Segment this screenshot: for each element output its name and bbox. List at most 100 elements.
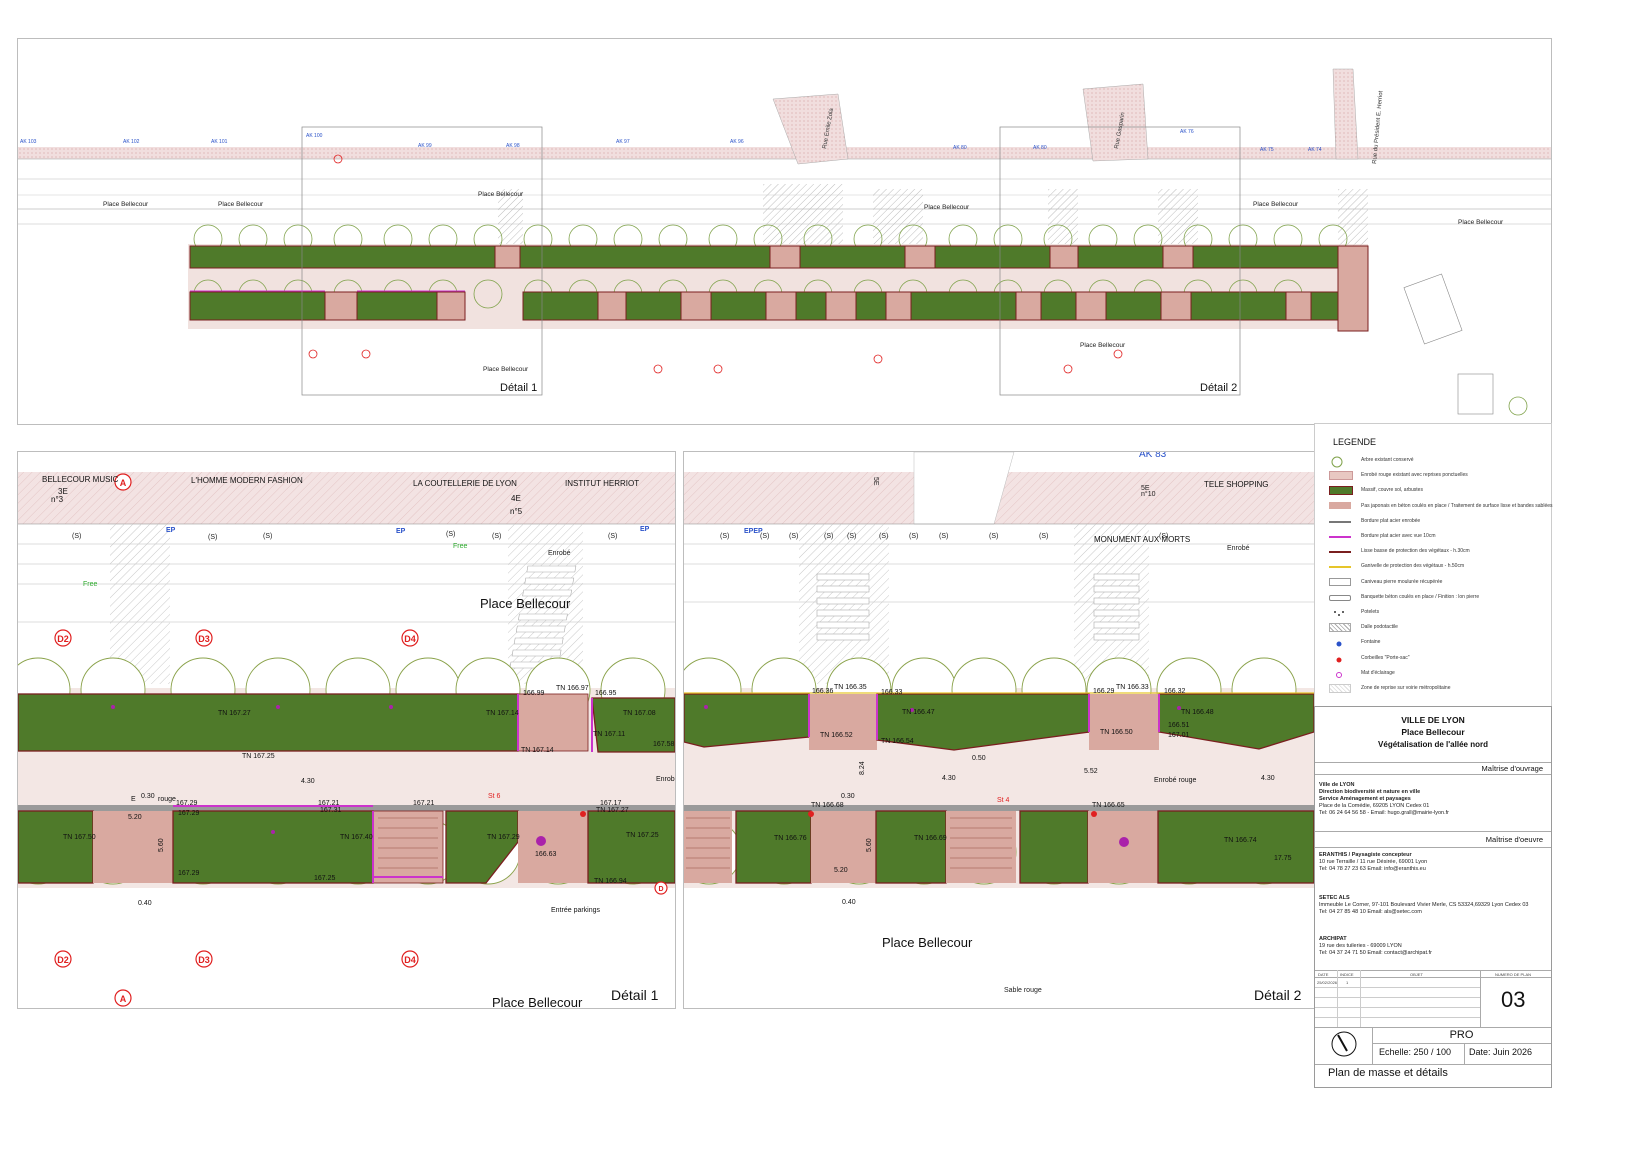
north-planting-strip (189, 245, 1369, 332)
detail-1-label: Détail 1 (500, 382, 537, 394)
floor-label: n°3 (51, 495, 64, 504)
tn-label: TN 167.25 (626, 832, 659, 839)
misc-label: rouge (158, 796, 176, 803)
dimension-label: 5.60 (158, 838, 165, 852)
tn-label: TN 166.97 (556, 685, 589, 692)
table-header: INDICE (1340, 972, 1354, 977)
legend-item: Bordure plat acier enrobée (1329, 517, 1544, 529)
section-marker-label: D3 (198, 955, 210, 965)
parcel-label: AK 100 (306, 133, 323, 139)
tn-label: TN 166.33 (1116, 684, 1149, 691)
detail-2-drawing: AK 83 5E 5E n°10 MONUMENT AUX MORTS TELE… (684, 452, 1314, 1003)
misc-label: Entrée parkings (551, 907, 601, 914)
table-cell: 25/02/2026 (1317, 980, 1338, 985)
place-label: Place Bellecour (492, 995, 583, 1008)
overview-plan: AK 103 AK 102 AK 101 AK 100 AK 99 AK 98 … (17, 38, 1552, 425)
legend-text: Dalle podotactile (1361, 624, 1398, 631)
blue-legend-symbol (1329, 638, 1351, 647)
dimension-label: 5.52 (1084, 768, 1098, 775)
green-legend-symbol (1329, 486, 1353, 496)
project-name: Végétalisation de l'allée nord (1378, 740, 1488, 749)
legend-text: Lisse basse de protection des végétaux -… (1361, 548, 1470, 555)
legend-item: Zone de reprise sur voirie métropolitain… (1329, 684, 1544, 696)
phase-label: PRO (1449, 1029, 1474, 1041)
dimension-label: 8.24 (859, 761, 866, 775)
legend-item: Dalle podotactile (1329, 623, 1544, 635)
bench-legend-symbol (1329, 593, 1351, 602)
surface-label: Enrobé (548, 550, 571, 557)
legend-item: Massif, couvre sol, arbustes (1329, 486, 1544, 498)
title-block: VILLE DE LYON Place Bellecour Végétalisa… (1314, 706, 1552, 1088)
tn-label: TN 166.54 (881, 738, 914, 745)
shop-label: LA COUTELLERIE DE LYON (413, 479, 517, 488)
tn-label: TN 167.08 (623, 710, 656, 717)
ep-label: EP (166, 527, 176, 534)
s-mark: (S) (847, 533, 856, 540)
misc-label: E (131, 796, 136, 803)
box-legend-symbol (1329, 577, 1351, 587)
tn-label: 166.63 (535, 851, 557, 858)
dimension-label: 0.50 (972, 755, 986, 762)
s-mark: (S) (72, 533, 81, 540)
legend-text: Ganivelle de protection des végétaux - h… (1361, 563, 1465, 570)
header-label: n°10 (1141, 490, 1156, 498)
detail-1-drawing: A D2 D3 D4 D2 D3 D4 A D BELLECOUR MUSIC … (18, 472, 675, 1008)
misc-label: St 6 (488, 793, 501, 800)
line-darkred-legend-symbol (1329, 547, 1351, 556)
shop-label: L'HOMME MODERN FASHION (191, 476, 303, 485)
org-name: VILLE DE LYON (1401, 715, 1465, 725)
legend-text: Fontaine (1361, 639, 1381, 646)
legend-text: Bordure plat acier avec vue 10cm (1361, 533, 1436, 539)
tn-label: 17.75 (1274, 855, 1292, 862)
tn-label: 166.51 (1168, 722, 1190, 729)
table-header: DATE (1318, 972, 1329, 977)
s-mark: (S) (492, 533, 501, 540)
legend-text: Massif, couvre sol, arbustes (1361, 487, 1423, 494)
s-mark: (S) (446, 531, 455, 538)
place-label: Place Bellecour (480, 596, 571, 611)
legend-text: Mat d'éclairage (1361, 669, 1395, 676)
section-marker-label: D4 (404, 634, 416, 644)
eranthis-lines: ERANTHIS / Paysagiste concepteur 10 rue … (1319, 852, 1428, 872)
legend-text: Potelets (1361, 609, 1380, 615)
tn-label: 167.29 (176, 800, 198, 807)
tree-legend-symbol (1329, 456, 1351, 468)
place-label: Place Bellecour (103, 201, 149, 208)
dimension-label: 0.30 (841, 793, 855, 800)
section-marker-label: D4 (404, 955, 416, 965)
detail-2-label: Détail 2 (1200, 382, 1237, 394)
hatch2-legend-symbol (1329, 684, 1351, 693)
tn-label: TN 167.40 (340, 834, 373, 841)
s-mark: (S) (939, 533, 948, 540)
tn-label: 167.17 (600, 800, 622, 807)
legend-item: Pas japonais en béton coulés en place / … (1329, 501, 1553, 514)
parcel-label: AK 80 (953, 145, 967, 151)
section-marker-label: D2 (57, 634, 69, 644)
planting-bed-north (684, 692, 1314, 751)
legend-text: Caniveau pierre moulurée récupérée (1361, 578, 1443, 585)
crosswalk (509, 565, 577, 669)
moe-title: Maîtrise d'oeuvre (1485, 835, 1543, 844)
north-arrow-icon (1329, 1029, 1359, 1059)
moa-title: Maîtrise d'ouvrage (1481, 764, 1543, 773)
free-label: Free (83, 581, 98, 588)
tn-label: 166.99 (523, 690, 545, 697)
tn-label: 167.25 (314, 875, 336, 882)
section-marker-label: A (120, 994, 127, 1004)
tn-label: TN 166.35 (834, 684, 867, 691)
s-mark: (S) (720, 533, 729, 540)
planting-bed-south (18, 805, 675, 884)
s-mark: (S) (909, 533, 918, 540)
parcel-label: AK 96 (730, 139, 744, 145)
s-mark: (S) (789, 533, 798, 540)
dimension-label: 0.40 (842, 899, 856, 906)
tn-label: TN 167.29 (487, 834, 520, 841)
detail-title: Détail 1 (611, 987, 659, 1003)
dimension-label: 4.30 (301, 778, 315, 785)
tn-label: 167.21 (318, 800, 340, 807)
parcel-label: AK 76 (1180, 129, 1194, 135)
ep-label: EP (396, 528, 406, 535)
place-label: Place Bellecour (1080, 342, 1126, 349)
section-marker-label: D (658, 886, 663, 893)
